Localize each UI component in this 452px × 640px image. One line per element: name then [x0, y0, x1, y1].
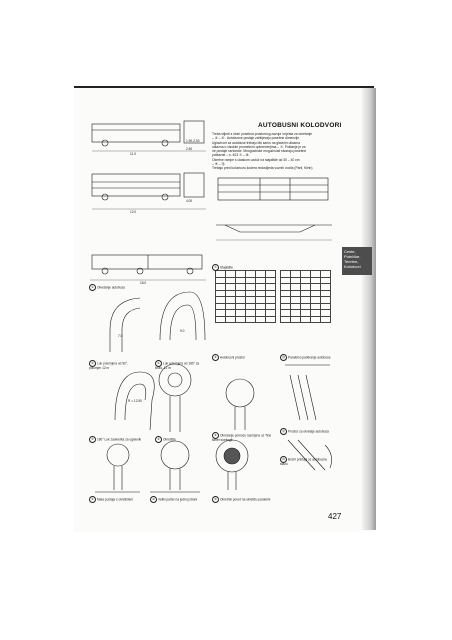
- paragraph-line: Trebaju pred kolodvoru kodera redoslijed…: [212, 166, 313, 171]
- page-number: 427: [328, 512, 342, 521]
- paragraph-line: – ② – ⑥ . Autobusne postaje zahtijevaju …: [212, 136, 301, 141]
- angled-parking-1: [285, 364, 330, 421]
- dimension-label: R = 12.50: [128, 399, 142, 403]
- paragraph-line: Uglavnom za autobuse trebaju biti samo n…: [212, 140, 300, 145]
- bus-side-view-2: [91, 172, 206, 210]
- stop-loop-large: [150, 440, 200, 493]
- page-heading: AUTOBUSNI KOLODVORI: [258, 122, 342, 129]
- turning-loop-2: [158, 363, 192, 432]
- dimension-table-box: [217, 177, 329, 201]
- paragraph-line: ne postaje razlomke. Mnogostruke mogućno…: [212, 149, 307, 154]
- paragraph-line: potkazne – s. 403 ⑦ – ⑧.: [212, 153, 250, 158]
- chapter-tab: Ceste, Putničke, Teretne, Kolodvori: [342, 247, 372, 275]
- stop-loop-small: [95, 443, 140, 493]
- dimension-table-left: [215, 270, 276, 323]
- bus-side-view-1: [91, 120, 206, 152]
- paragraph-line: otkazna u visokim prometnim opterećenjim…: [212, 144, 306, 149]
- paragraph-line: Okretne rampe s ulaskom uzduž na stajali…: [212, 157, 300, 162]
- turning-loop-1: [114, 371, 155, 431]
- bus-stop-plan: [216, 224, 332, 241]
- turning-curve-1: [109, 297, 141, 352]
- paragraph-line: Treba slijedi s obzir posebna prostornog…: [212, 132, 313, 136]
- dimension-label: 18.0: [140, 281, 147, 285]
- articulated-bus-view: [90, 254, 206, 281]
- dimension-label: 7.0: [118, 334, 123, 338]
- page-edge-shadow: [362, 88, 376, 530]
- roundabout-drawing: [215, 439, 249, 490]
- dimension-label: 11.0: [130, 152, 136, 156]
- dimension-label: 12.0: [130, 210, 137, 214]
- intro-paragraph: Treba slijedi s obzir posebna prostornog…: [212, 132, 340, 171]
- paragraph-line: – ⑨ – ⑱.: [212, 162, 226, 167]
- dimension-label: 4.00: [186, 199, 193, 203]
- dimension-label: 1.90-2.50: [186, 139, 200, 143]
- dimension-label: 2.50: [186, 147, 193, 151]
- dimension-label: 9.0: [180, 329, 185, 333]
- dimension-table-right: [280, 270, 331, 323]
- turning-curve-2: [159, 291, 206, 341]
- angled-parking-2: [287, 439, 332, 471]
- loop-turn-middle: [225, 378, 255, 430]
